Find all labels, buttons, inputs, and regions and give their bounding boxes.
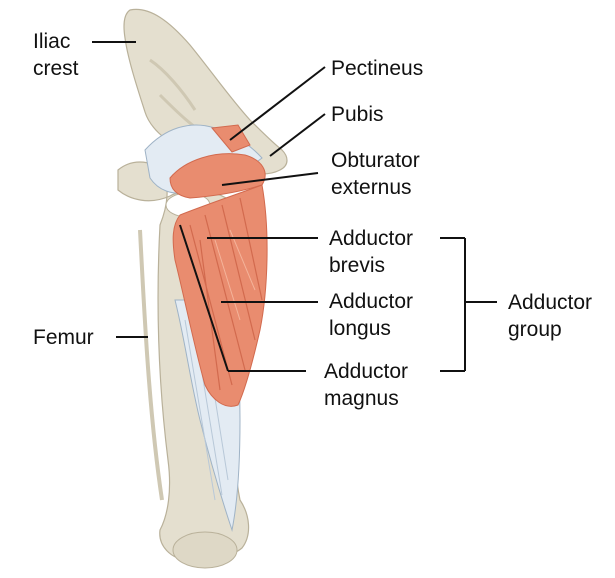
obturator-externus-label: Obturator externus: [331, 149, 420, 199]
leader-lines: [92, 41, 497, 372]
pubis-label: Pubis: [331, 103, 384, 126]
iliac-crest-label: Iliac crest: [33, 30, 79, 80]
adductor-group-label: Adductor group: [508, 291, 593, 341]
adductor-muscle-mass: [172, 184, 268, 407]
pectineus-label: Pectineus: [331, 57, 424, 80]
adductor-longus-label: Adductor longus: [329, 290, 414, 340]
adductor-brevis-label: Adductor brevis: [329, 227, 414, 277]
adductor-magnus-label: Adductor magnus: [324, 360, 409, 410]
femur-label: Femur: [33, 326, 94, 349]
